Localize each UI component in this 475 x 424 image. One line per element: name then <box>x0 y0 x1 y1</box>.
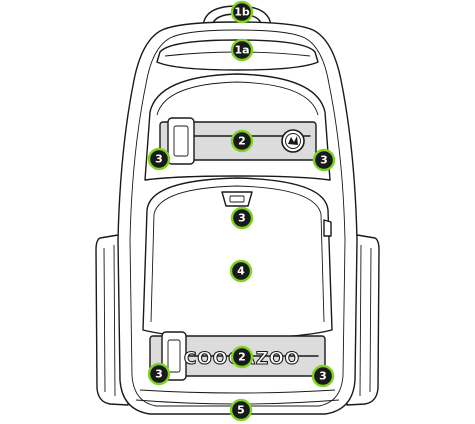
marker-3-left-lower-label: 3 <box>155 368 163 381</box>
marker-5: 5 <box>229 398 253 422</box>
marker-3-left-upper: 3 <box>147 147 171 171</box>
marker-2-top-label: 2 <box>238 135 246 148</box>
marker-1b-label: 1b <box>234 6 250 19</box>
marker-3-right-lower: 3 <box>311 364 335 388</box>
marker-2-bottom: 2 <box>230 345 254 369</box>
marker-1a: 1a <box>230 38 254 62</box>
marker-3-left-upper-label: 3 <box>155 153 163 166</box>
marker-4-label: 4 <box>237 265 245 278</box>
marker-1b: 1b <box>230 0 254 24</box>
marker-4: 4 <box>229 259 253 283</box>
callout-markers: 1b 1a 2 3 3 3 4 2 <box>147 0 336 422</box>
marker-3-right-lower-label: 3 <box>319 370 327 383</box>
marker-3-right-upper-label: 3 <box>320 154 328 167</box>
marker-3-left-lower: 3 <box>147 362 171 386</box>
marker-1a-label: 1a <box>234 44 249 57</box>
marker-3-center-label: 3 <box>238 212 246 225</box>
main-front-pocket <box>142 177 333 339</box>
marker-2-bottom-label: 2 <box>238 351 246 364</box>
marker-5-label: 5 <box>237 404 245 417</box>
marker-3-center: 3 <box>230 206 254 230</box>
marker-3-right-upper: 3 <box>312 148 336 172</box>
marker-2-top: 2 <box>230 129 254 153</box>
logo-emblem-icon <box>281 129 305 153</box>
